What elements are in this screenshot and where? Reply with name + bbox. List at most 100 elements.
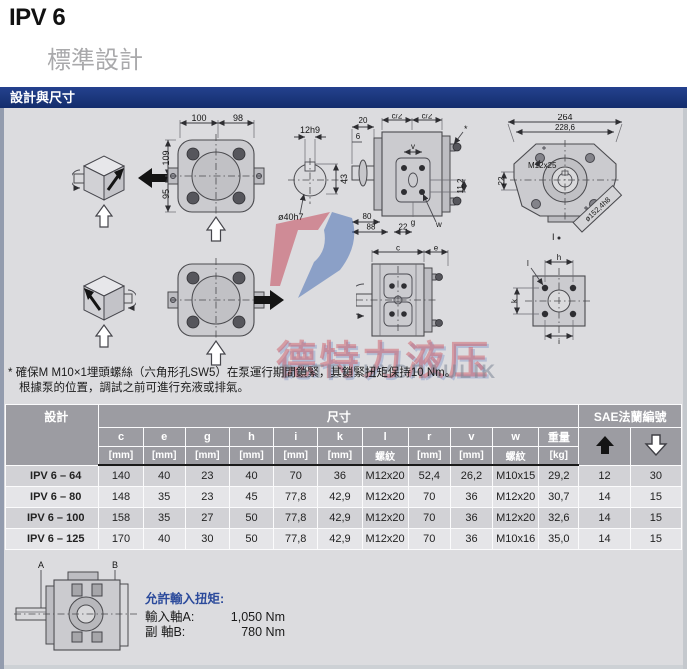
port-label: I — [552, 232, 555, 242]
unit-r: [mm] — [407, 446, 451, 466]
torque-input-shaft-row: 輸入軸A: 1,050 Nm — [145, 610, 285, 625]
mount-up-arrow-icon — [205, 215, 227, 242]
flange-detail-drawing: h k i l — [510, 253, 593, 344]
page-subtitle: 標準設計 — [47, 47, 143, 74]
mount-up-arrow-icon — [94, 203, 114, 228]
unit-v: [mm] — [449, 446, 494, 466]
dim-label: 6 — [356, 132, 361, 141]
dim-label: 20 — [359, 116, 368, 125]
dim-label: 88 — [367, 223, 376, 232]
col-header-dimensions: 尺寸 — [98, 404, 580, 428]
col-weight: 重量 — [538, 427, 580, 447]
unit-k: [mm] — [317, 446, 363, 466]
model-name: IPV 6 – 80 — [4, 486, 100, 508]
dim-label: 228,6 — [555, 123, 576, 132]
shaft-b-label: B — [112, 560, 118, 570]
sae-inlet-arrow-icon — [578, 427, 631, 466]
dim-label: 43 — [339, 174, 349, 184]
col-g: g — [184, 427, 230, 447]
dim-label: 11,2 — [456, 178, 465, 194]
side-view-drawing-2: c e — [356, 246, 449, 337]
page-left-edge — [0, 108, 4, 669]
dim-label: 80 — [363, 212, 372, 221]
dim-label: 100 — [191, 114, 206, 123]
unit-g: [mm] — [184, 446, 230, 466]
col-v: v — [449, 427, 494, 447]
page-bottom-edge — [4, 665, 683, 669]
dim-label: e — [434, 246, 439, 253]
unit-i: [mm] — [273, 446, 319, 466]
col-r: r — [407, 427, 451, 447]
dim-label: 22 — [498, 176, 506, 185]
col-e: e — [142, 427, 186, 447]
black-left-arrow-icon — [138, 168, 168, 188]
dim-label: 98 — [233, 114, 243, 123]
sae-outlet-arrow-icon — [629, 427, 683, 466]
dim-label: 264 — [557, 114, 572, 122]
col-k: k — [317, 427, 363, 447]
dim-label: c/2 — [422, 114, 433, 121]
footnote-line-2: 根據泵的位置，調試之前可進行充液或排氣。 — [19, 382, 249, 394]
rear-view-drawing: 264 228,6 22 M12x25 ø152,4h8 I — [498, 114, 623, 242]
unit-w: 螺紋 — [492, 446, 540, 466]
section-header-label: 設計與尺寸 — [10, 90, 76, 105]
model-name: IPV 6 – 100 — [4, 507, 100, 529]
model-name: IPV 6 – 64 — [4, 464, 100, 487]
dim-label: g — [411, 218, 415, 227]
flow-direction-arrow-nw — [88, 295, 102, 311]
dim-label: c — [396, 246, 400, 253]
shaft-detail-drawing: 12h9 43 ø40h7 — [278, 125, 349, 222]
input-shaft-value: 1,050 Nm — [230, 610, 285, 624]
torque-title: 允許輸入扭矩: — [145, 592, 225, 606]
model-name: IPV 6 – 125 — [4, 528, 100, 550]
footnote: * 確保M M10×1埋頭螺絲（六角形孔SW5）在泵運行期間鎖緊，其鎖緊扭矩保持… — [8, 366, 456, 396]
side-view-drawing: 20 6 c/2 c/2 v 11,2 80 88 22 g w * — [351, 114, 468, 235]
col-header-sae: SAE法蘭編號 — [578, 404, 682, 428]
aux-shaft-value: 780 Nm — [241, 625, 285, 639]
flow-direction-arrow-ne — [106, 175, 120, 191]
section-header-bar: 設計與尺寸 — [0, 87, 687, 108]
unit-c: [mm] — [98, 446, 144, 466]
torque-aux-shaft-row: 副 軸B: 780 Nm — [145, 625, 285, 640]
col-h: h — [228, 427, 275, 447]
dim-label: l — [527, 259, 529, 268]
unit-weight: [kg] — [538, 446, 580, 466]
shaft-a-label: A — [38, 560, 44, 570]
page-right-edge — [683, 108, 687, 669]
page-title: IPV 6 — [9, 4, 66, 31]
torque-note: 允許輸入扭矩: 輸入軸A: 1,050 Nm 副 軸B: 780 Nm — [145, 588, 285, 640]
asterisk-mark: * — [464, 124, 468, 134]
dim-label: k — [510, 298, 519, 303]
spec-table: 設計 尺寸 SAE法蘭編號 c e g h i k l r v w 重量 [mm… — [4, 404, 683, 550]
front-view-drawing-2 — [167, 258, 265, 366]
front-view-drawing: 100 98 109 95 — [161, 114, 265, 242]
dim-label: v — [411, 142, 415, 151]
dim-label: 22 — [399, 223, 408, 232]
cross-section-drawing: A B — [14, 560, 138, 651]
pump-orientation-icon-2 — [82, 275, 136, 348]
aux-shaft-label: 副 軸B: — [145, 625, 186, 639]
unit-e: [mm] — [142, 446, 186, 466]
col-i: i — [273, 427, 319, 447]
dim-label: h — [557, 253, 561, 262]
input-shaft-label: 輸入軸A: — [145, 610, 195, 624]
unit-h: [mm] — [228, 446, 275, 466]
unit-l: 螺紋 — [361, 446, 409, 466]
mount-up-arrow-icon — [94, 323, 114, 348]
col-w: w — [492, 427, 540, 447]
dim-label: i — [558, 337, 560, 344]
black-right-arrow-icon — [254, 290, 284, 310]
dim-label: 95 — [161, 189, 171, 199]
col-header-design: 設計 — [4, 404, 100, 466]
mount-up-arrow-icon — [205, 339, 227, 366]
dim-label: w — [435, 220, 442, 229]
col-c: c — [98, 427, 144, 447]
plus-marks — [542, 146, 588, 210]
dim-label: 109 — [161, 150, 171, 165]
dim-label: c/2 — [392, 114, 403, 121]
col-l: l — [361, 427, 409, 447]
